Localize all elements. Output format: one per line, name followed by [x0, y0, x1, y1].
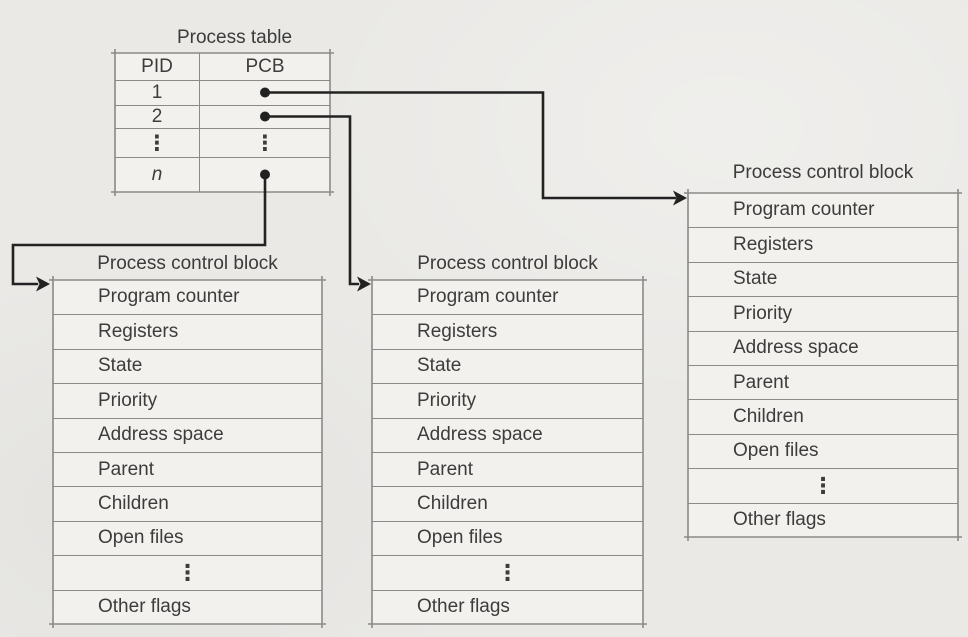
- process-table-row-2: 2: [115, 105, 330, 128]
- pcb-field-row: ⋮: [372, 555, 643, 589]
- pcb-field-row: Parent: [372, 452, 643, 486]
- pcb-column-header: PCB: [245, 55, 285, 77]
- pcb-field-row: Priority: [53, 383, 322, 417]
- pcb-field-row: Priority: [372, 383, 643, 417]
- pcb-field-row: Priority: [688, 296, 958, 330]
- pcb-field-row: Registers: [688, 227, 958, 261]
- process-table-header-row: PID PCB: [115, 53, 330, 80]
- pcb-field-row: Program counter: [733, 199, 875, 221]
- pcb-field-row: Address space: [688, 330, 958, 365]
- process-table-row-n: n: [115, 157, 330, 192]
- pcb-field-row: State: [372, 348, 643, 383]
- pid-value: 2: [115, 106, 200, 128]
- pcb-field-row: ⋮: [688, 468, 958, 502]
- pcb-field-row: State: [688, 261, 958, 296]
- pcb-field-row: Address space: [372, 417, 643, 452]
- pcb-field-row: Open files: [53, 520, 322, 555]
- pcb-field-row: Other flags: [53, 589, 322, 624]
- pcb-field-row: ⋮: [53, 555, 322, 589]
- pcb-field-row: Registers: [53, 314, 322, 348]
- arrowhead-middle-pcb: [357, 276, 371, 292]
- pcb-field-row: Parent: [53, 452, 322, 486]
- process-table-row-1: 1: [115, 80, 330, 105]
- pcb-pointer-cell: [200, 81, 330, 105]
- process-table-title: Process table: [176, 27, 293, 48]
- pcb-left-title: Process control block: [97, 253, 278, 274]
- pcb-pointer-cell: [200, 106, 330, 128]
- pcb-field-row: Children: [53, 486, 322, 520]
- pcb-field-row: Children: [688, 399, 958, 433]
- pcb-field-row: State: [53, 348, 322, 383]
- pcb-field-row: Open files: [688, 433, 958, 468]
- pcb-field-row: Open files: [372, 520, 643, 555]
- pcb-middle-title: Process control block: [417, 253, 598, 274]
- arrowhead-right-pcb: [673, 190, 687, 206]
- arrowhead-left-pcb: [36, 276, 50, 292]
- pcb-field-row: Program counter: [417, 286, 559, 308]
- pcb-field-row: Program counter: [98, 286, 240, 308]
- pcb-right-title: Process control block: [732, 162, 914, 183]
- pcb-field-row: Other flags: [688, 502, 958, 537]
- pid-ellipsis: ⋮: [115, 129, 200, 157]
- process-table: PID PCB 1 2 ⋮ ⋮ n: [115, 53, 330, 192]
- pid-column-header: PID: [115, 53, 200, 80]
- process-table-row-ellipsis: ⋮ ⋮: [115, 128, 330, 157]
- pcb-pointer-cell: [200, 158, 330, 192]
- pcb-field-row: Address space: [53, 417, 322, 452]
- pcb-field-row: Other flags: [372, 589, 643, 624]
- pid-value: 1: [115, 81, 200, 105]
- pcb-ellipsis: ⋮: [254, 131, 276, 155]
- pcb-field-row: Children: [372, 486, 643, 520]
- pcb-field-row: Registers: [372, 314, 643, 348]
- pid-value: n: [115, 158, 200, 192]
- pcb-field-row: Parent: [688, 365, 958, 399]
